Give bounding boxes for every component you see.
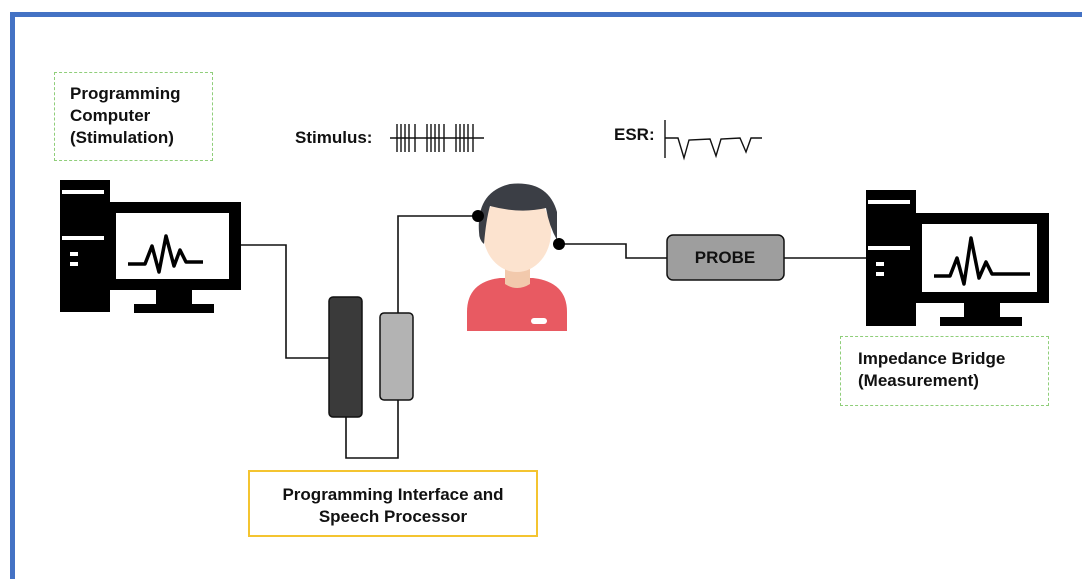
esr-waveform-icon [664, 120, 762, 161]
impedance-bridge-label: Impedance Bridge (Measurement) [840, 336, 1049, 406]
programming-interface-label: Programming Interface and Speech Process… [248, 470, 538, 537]
pc-label-line-2: Computer [70, 106, 151, 125]
pc-label-line-1: Programming [70, 84, 181, 103]
probe-ear-dot [553, 238, 565, 250]
probe-label: PROBE [695, 248, 755, 267]
programming-interface-device [328, 296, 363, 418]
connection-wires [241, 215, 866, 459]
pc-label-line-3: (Stimulation) [70, 128, 174, 147]
bridge-label-line-2: (Measurement) [858, 371, 979, 390]
stimulation-electrode-dot [472, 210, 484, 222]
programming-computer-icon [60, 180, 241, 313]
person-icon [467, 183, 567, 331]
stimulus-waveform-icon [390, 124, 484, 152]
diagram-frame [10, 12, 1082, 579]
interface-label-line-2: Speech Processor [318, 507, 468, 526]
stimulus-caption: Stimulus: [295, 128, 373, 147]
impedance-bridge-computer-icon [866, 190, 1049, 326]
probe-box [666, 234, 785, 281]
interface-label-line-1: Programming Interface and [282, 485, 504, 504]
programming-computer-label: Programming Computer (Stimulation) [54, 72, 213, 161]
bridge-label-line-1: Impedance Bridge [858, 349, 1006, 368]
speech-processor-device [379, 312, 414, 401]
esr-caption: ESR: [614, 125, 655, 144]
